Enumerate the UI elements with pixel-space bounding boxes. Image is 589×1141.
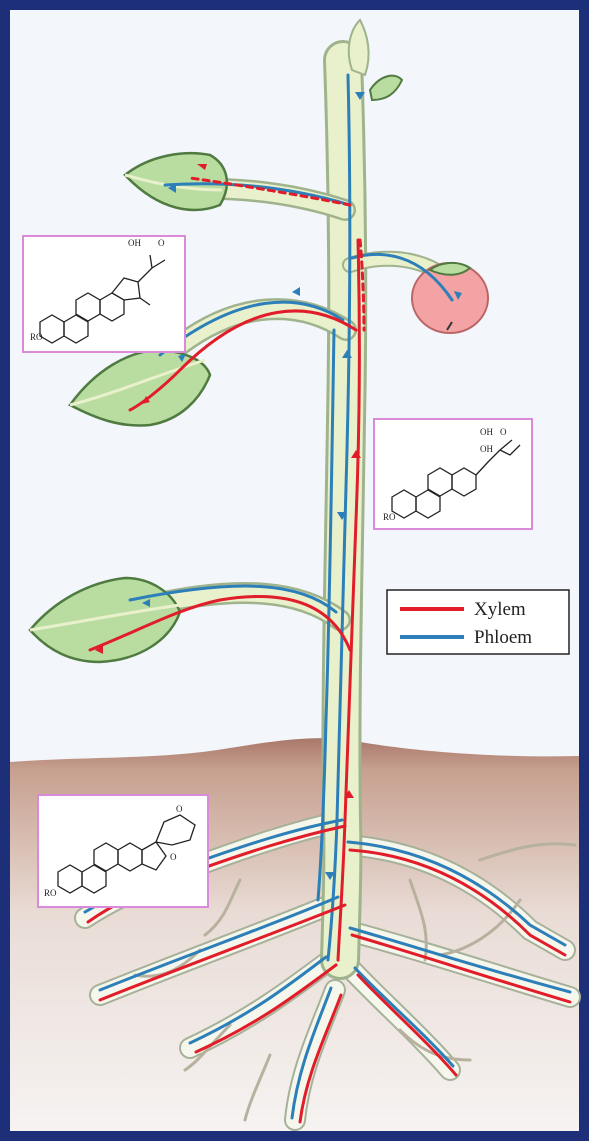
mol2-label-ro: RO: [383, 512, 396, 522]
mol2-label-o: O: [500, 427, 507, 437]
molecule-box-1: OH O RO: [23, 236, 185, 352]
mol3-label-o2: O: [170, 852, 177, 862]
legend: Xylem Phloem: [387, 590, 569, 654]
mol3-label-o1: O: [176, 804, 183, 814]
mol2-label-oh2: OH: [480, 444, 493, 454]
molecule-box-2: OH O OH RO: [374, 419, 532, 529]
molecule-box-3: O O RO: [38, 795, 208, 907]
mol1-label-o: O: [158, 238, 165, 248]
legend-xylem-label: Xylem: [474, 599, 526, 620]
mol3-label-ro: RO: [44, 888, 57, 898]
mol2-label-oh: OH: [480, 427, 493, 437]
mol1-label-ro: RO: [30, 332, 43, 342]
legend-phloem-label: Phloem: [474, 627, 532, 648]
mol1-label-oh: OH: [128, 238, 141, 248]
